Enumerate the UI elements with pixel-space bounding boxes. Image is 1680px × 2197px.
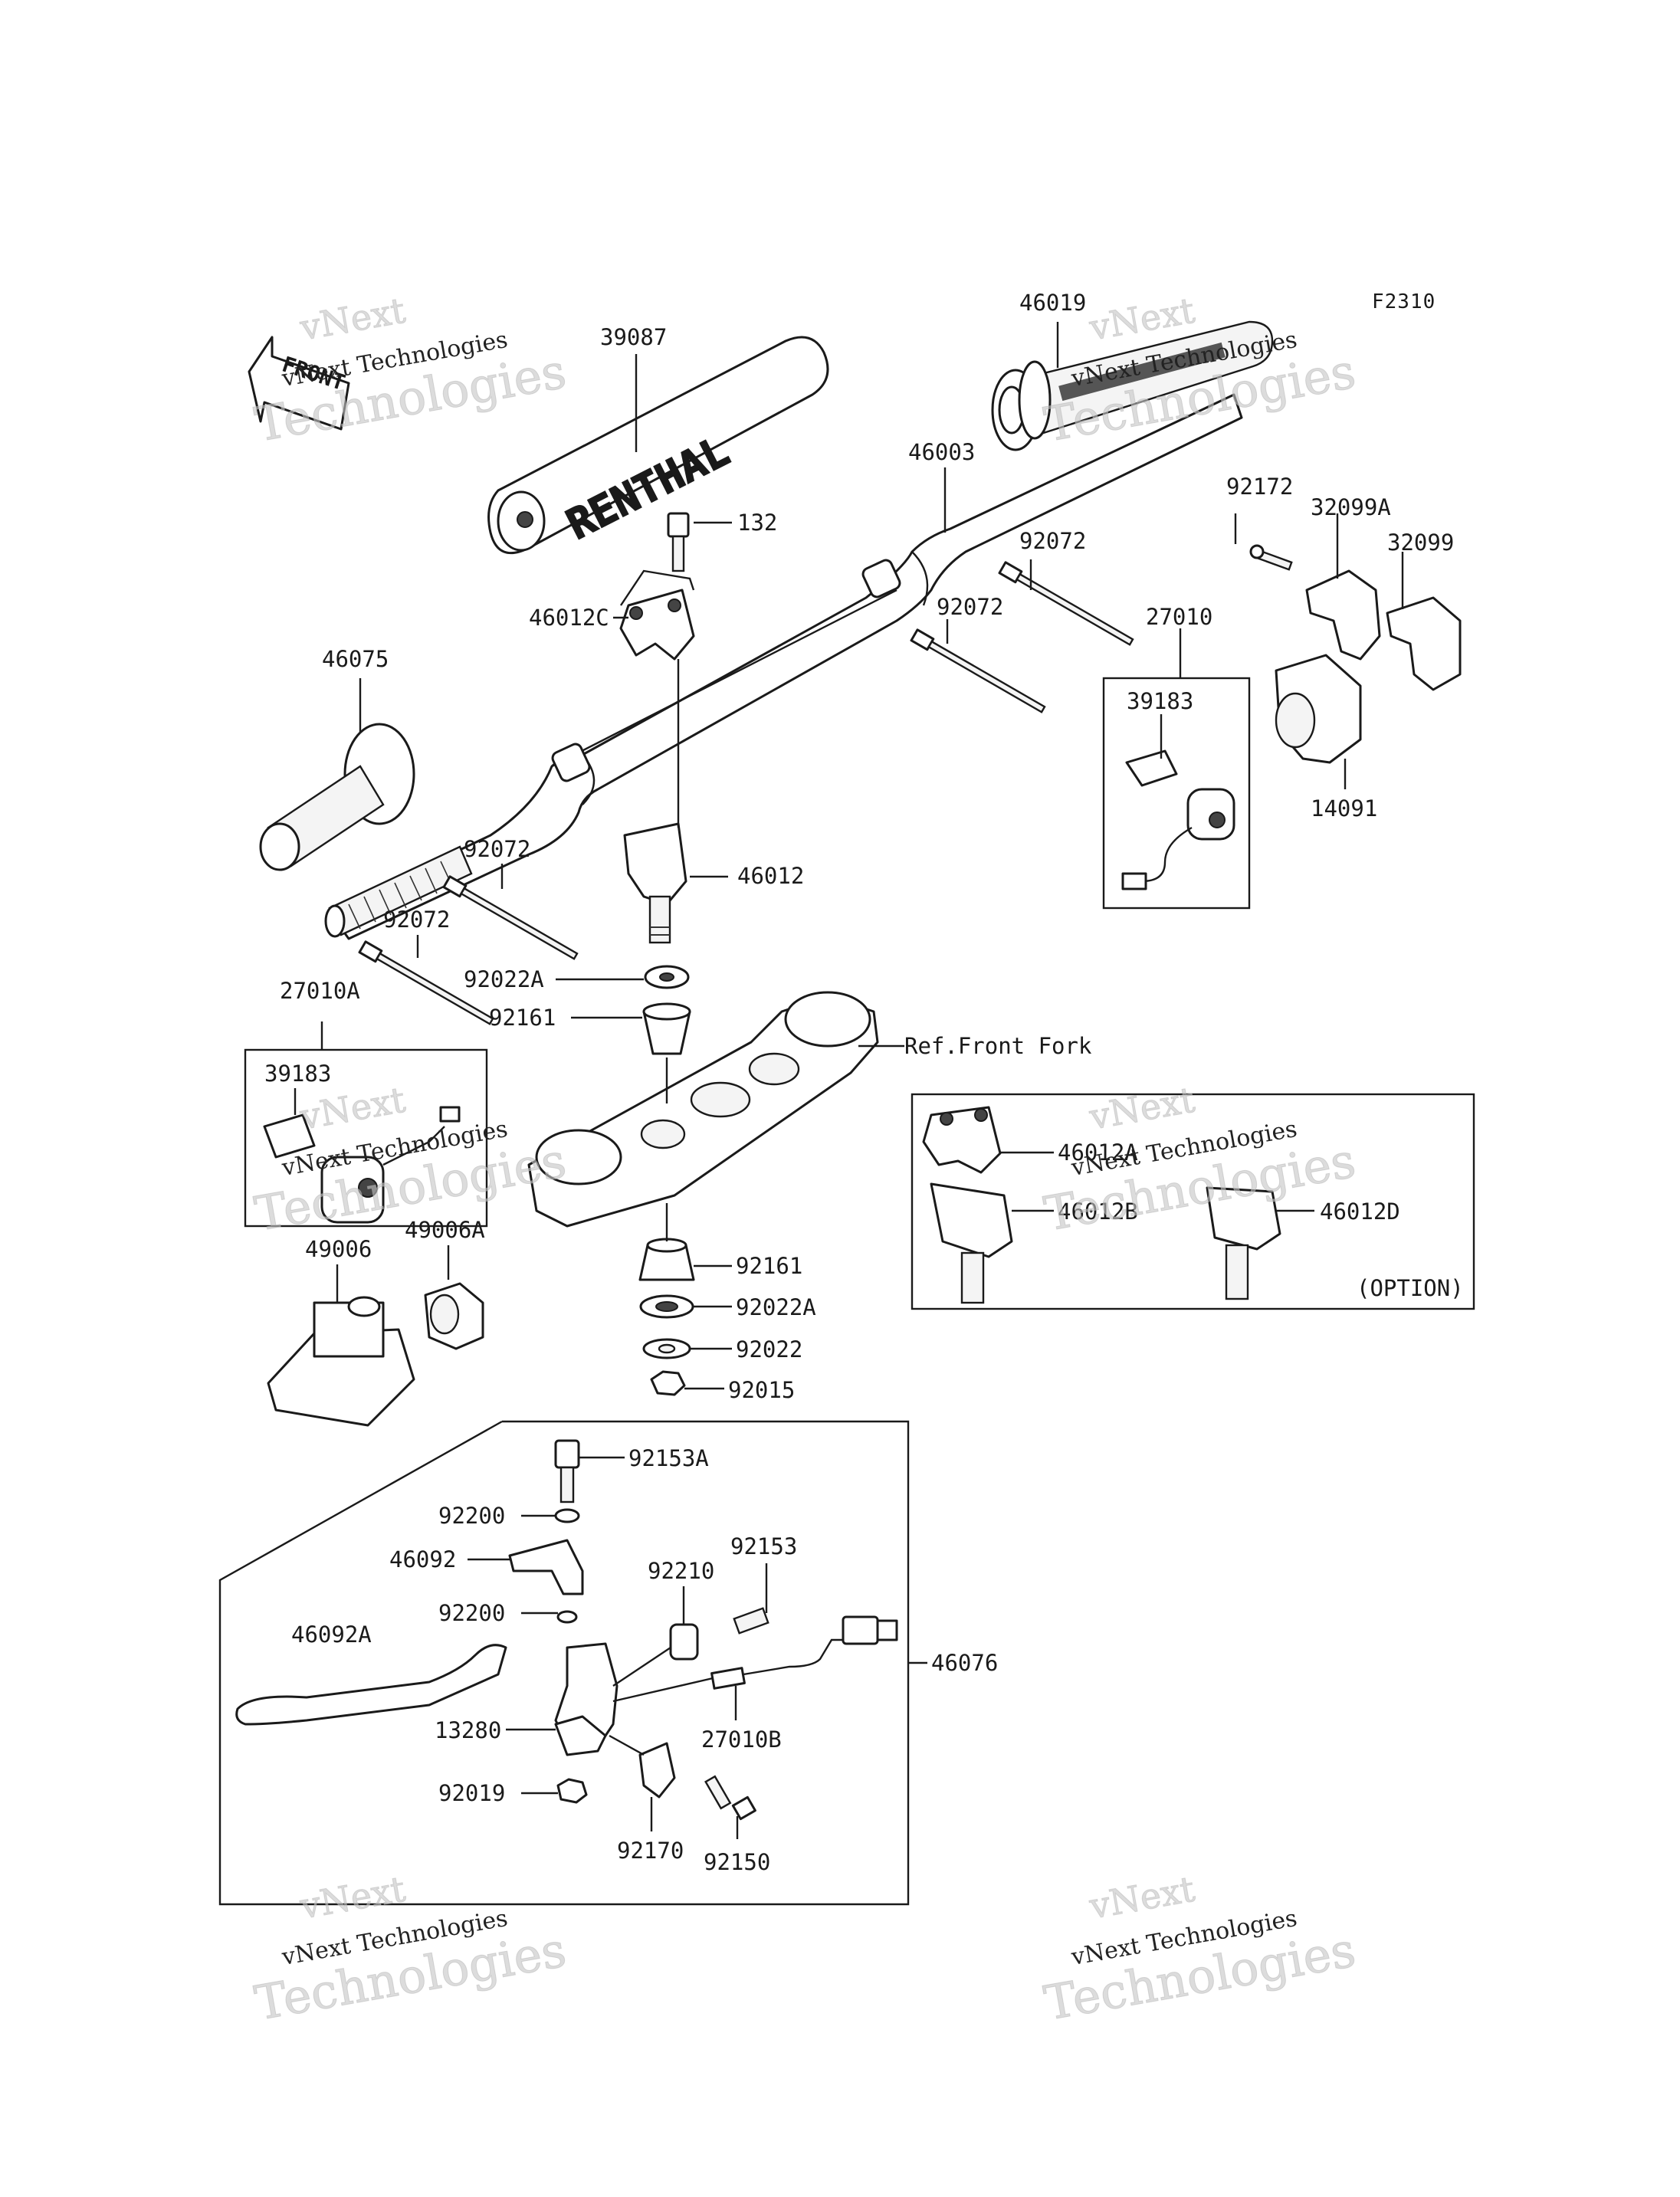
label-92150: 92150 bbox=[704, 1849, 770, 1875]
right-throttle-grip bbox=[991, 320, 1274, 451]
label-92153: 92153 bbox=[730, 1533, 797, 1559]
switch-assembly-27010A bbox=[244, 1048, 488, 1228]
label-32099: 32099 bbox=[1387, 530, 1454, 556]
label-49006A: 49006A bbox=[405, 1217, 485, 1243]
label-46092A: 46092A bbox=[291, 1622, 372, 1648]
watermark-line1: vNext bbox=[1086, 1868, 1199, 1927]
diagram-code: F2310 bbox=[1372, 290, 1436, 313]
label-39183-right: 39183 bbox=[1127, 688, 1193, 714]
label-27010: 27010 bbox=[1146, 604, 1212, 630]
left-grip bbox=[259, 723, 415, 871]
bolt-132 bbox=[667, 512, 690, 572]
option-holders bbox=[911, 1093, 1475, 1310]
label-46076: 46076 bbox=[931, 1650, 998, 1676]
label-92161-top: 92161 bbox=[489, 1005, 556, 1031]
cable-ties bbox=[358, 561, 1134, 1025]
label-92153A: 92153A bbox=[628, 1445, 709, 1471]
part-labels: 39087 46019 46003 132 46012C 46075 92072… bbox=[264, 290, 1464, 1875]
label-92072-c: 92072 bbox=[464, 836, 530, 862]
label-39087: 39087 bbox=[600, 324, 667, 350]
nut-92015 bbox=[650, 1370, 686, 1396]
label-14091: 14091 bbox=[1311, 795, 1377, 821]
watermark-line1: vNext bbox=[1086, 1079, 1199, 1138]
label-46092: 46092 bbox=[389, 1546, 456, 1572]
label-92200-b: 92200 bbox=[438, 1600, 505, 1626]
label-46019: 46019 bbox=[1019, 290, 1086, 316]
watermark-line1: vNext bbox=[297, 1079, 409, 1138]
clamp-46012C bbox=[619, 589, 695, 661]
label-27010B: 27010B bbox=[701, 1726, 782, 1753]
throttle-housing-parts bbox=[1249, 544, 1462, 764]
label-32099A: 32099A bbox=[1311, 494, 1391, 520]
label-92015: 92015 bbox=[728, 1377, 795, 1403]
label-46003: 46003 bbox=[908, 439, 975, 465]
label-13280: 13280 bbox=[435, 1717, 501, 1743]
label-46012D: 46012D bbox=[1320, 1199, 1400, 1225]
label-46012C: 46012C bbox=[529, 605, 609, 631]
label-92019: 92019 bbox=[438, 1780, 505, 1806]
label-49006: 49006 bbox=[305, 1236, 372, 1262]
upper-triple-clamp bbox=[527, 991, 879, 1228]
hot-start-lever-49006 bbox=[267, 1296, 415, 1427]
label-92072-b: 92072 bbox=[937, 594, 1003, 620]
label-92022A-top: 92022A bbox=[464, 966, 544, 992]
label-ref-front-fork: Ref.Front Fork bbox=[904, 1033, 1092, 1059]
label-92072-a: 92072 bbox=[1019, 528, 1086, 554]
label-46012A: 46012A bbox=[1058, 1139, 1138, 1166]
label-46075: 46075 bbox=[322, 646, 389, 672]
label-46012: 46012 bbox=[737, 863, 804, 889]
label-92161-bot: 92161 bbox=[736, 1253, 802, 1279]
label-39183-left: 39183 bbox=[264, 1061, 331, 1087]
label-46012B: 46012B bbox=[1058, 1199, 1138, 1225]
watermark-line1: vNext bbox=[297, 290, 409, 349]
clutch-lever-assembly-46076 bbox=[218, 1420, 910, 1906]
label-92022: 92022 bbox=[736, 1336, 802, 1362]
label-option: (OPTION) bbox=[1357, 1275, 1464, 1301]
label-92200-a: 92200 bbox=[438, 1503, 505, 1529]
label-132: 132 bbox=[737, 510, 777, 536]
handlebar bbox=[324, 393, 1243, 940]
leader-lines bbox=[294, 322, 1404, 1839]
label-27010A: 27010A bbox=[280, 978, 360, 1004]
watermarks: vNext vNext Technologies Technologies vN… bbox=[251, 289, 1360, 2031]
label-92210: 92210 bbox=[648, 1558, 714, 1584]
adjuster-49006A bbox=[424, 1282, 484, 1350]
label-92170: 92170 bbox=[617, 1838, 684, 1864]
label-92172: 92172 bbox=[1226, 474, 1293, 500]
switch-assembly-27010 bbox=[1102, 677, 1251, 910]
label-92022A-bot: 92022A bbox=[736, 1294, 816, 1320]
watermark-line1: vNext bbox=[297, 1868, 409, 1927]
holder-46012 bbox=[623, 822, 687, 944]
label-92072-d: 92072 bbox=[383, 907, 450, 933]
